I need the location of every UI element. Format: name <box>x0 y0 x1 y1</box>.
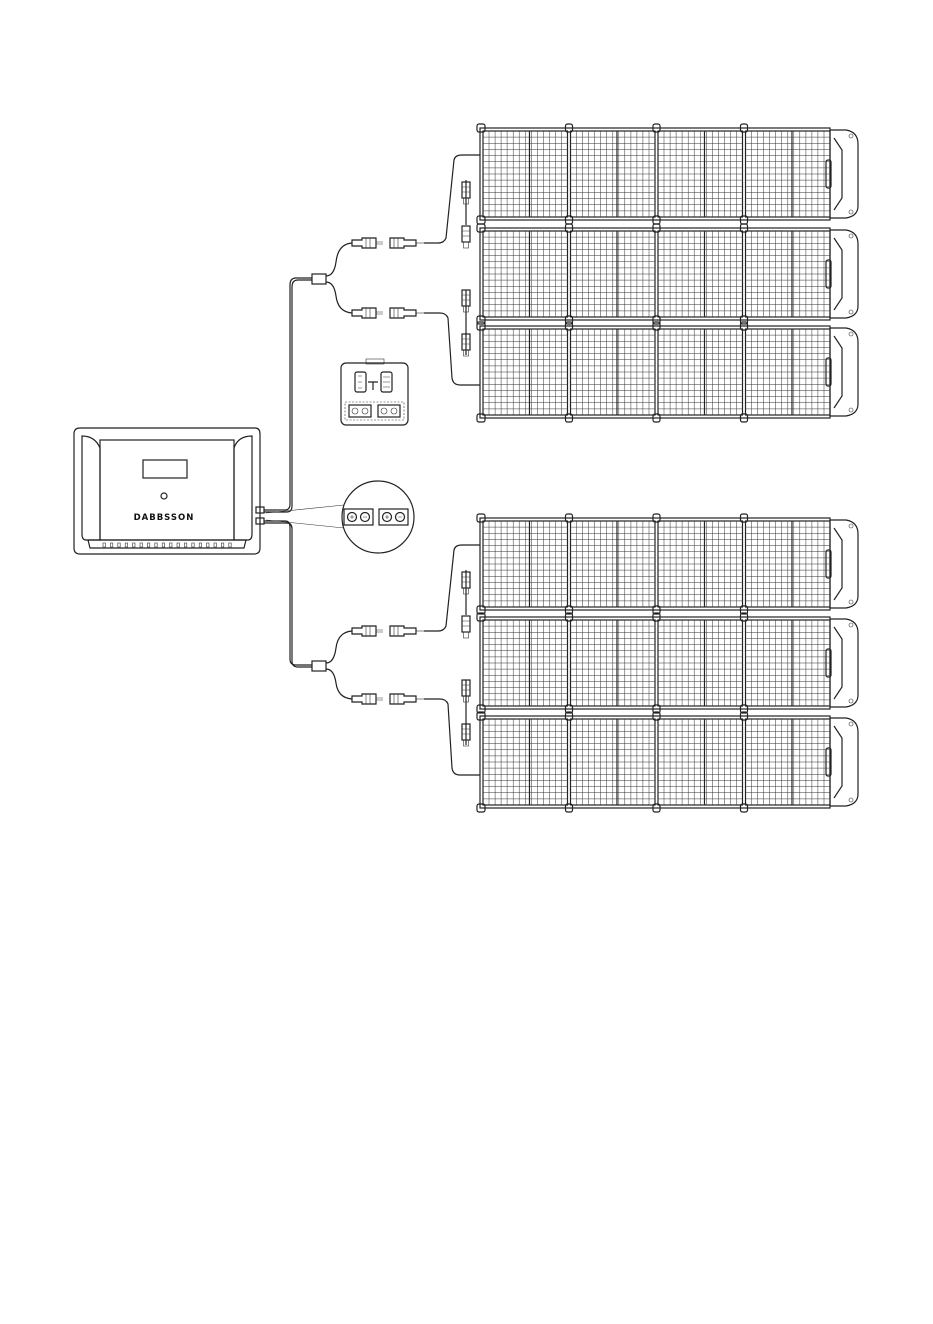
station-display <box>143 460 187 478</box>
station-brand: DABBSSON <box>134 513 195 523</box>
inter-panel-connectors <box>462 182 470 746</box>
cable-main-upper <box>264 278 312 512</box>
panel-feed-cables <box>424 155 480 775</box>
mc4-connector-icon <box>462 226 470 248</box>
mc4-connector-icon <box>462 616 470 638</box>
mc4-connectors <box>352 238 424 704</box>
mc4-connector-icon <box>352 626 376 636</box>
display-detail-icon <box>341 359 408 425</box>
y-branch-cable-upper <box>312 243 352 313</box>
cable-main-lower <box>264 521 312 667</box>
power-station: DABBSSON <box>74 428 264 554</box>
power-button <box>161 493 167 499</box>
mc4-connector-icon <box>390 238 416 248</box>
mc4-connector-icon <box>390 308 416 318</box>
solar-panel <box>477 124 858 224</box>
solar-panel <box>477 613 858 713</box>
station-vents <box>88 540 246 548</box>
mc4-connector-icon <box>352 308 376 318</box>
mc4-connector-icon <box>390 626 416 636</box>
mc4-connector-icon <box>352 238 376 248</box>
solar-panel <box>477 712 858 812</box>
solar-panel <box>477 322 858 422</box>
dc-input-port-detail-icon <box>266 481 414 553</box>
mc4-connector-icon <box>352 694 376 704</box>
solar-panel <box>477 224 858 324</box>
solar-panel <box>477 514 858 614</box>
solar-panels <box>477 124 858 812</box>
mc4-connector-icon <box>390 694 416 704</box>
y-branch-cable-lower <box>312 631 352 699</box>
